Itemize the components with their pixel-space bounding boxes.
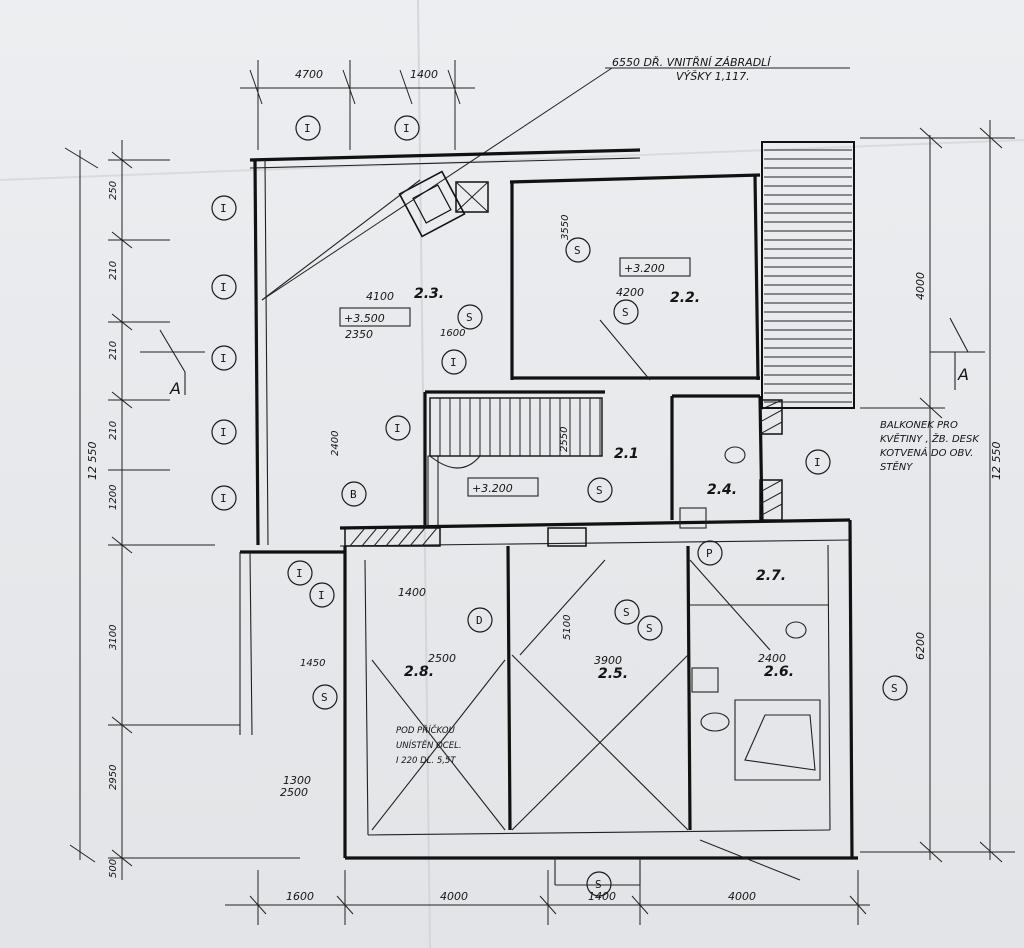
dim-label: 500: [108, 859, 119, 878]
marker-letter: I: [394, 422, 401, 435]
dim-label: 2550: [559, 427, 570, 452]
dim-label: 210: [108, 261, 119, 280]
beam-note-2: UNÍSTĚN OCEL.: [396, 739, 462, 751]
dim-label: 1600: [440, 328, 465, 339]
dim-label: 12 550: [990, 442, 1003, 481]
dim-label: 3550: [560, 215, 571, 240]
dim-label: 2400: [330, 431, 341, 456]
balcony-note-4: STĚNY: [880, 460, 913, 473]
room-label: 2.8.: [404, 664, 434, 680]
circle-markers: [211, 115, 908, 897]
dim-label: 2500: [280, 786, 308, 799]
level-boxes: [339, 257, 691, 497]
dim-label: 1600: [286, 890, 314, 903]
dim-label: 3100: [108, 625, 119, 650]
dim-label: 210: [108, 341, 119, 360]
dimension-chains: [64, 60, 1015, 925]
marker-letter: I: [318, 589, 325, 602]
dim-label: 2500: [428, 652, 456, 665]
dim-label: 2950: [108, 765, 119, 790]
section-mark-right: A: [957, 365, 969, 384]
dim-label: 4200: [616, 286, 644, 299]
room-label: 2.1: [614, 446, 639, 462]
marker-letter: S: [321, 691, 328, 704]
level-mark: +3.500: [344, 312, 385, 325]
dim-label: 1400: [398, 586, 426, 599]
marker-letter: I: [450, 356, 457, 369]
section-marks: [140, 317, 985, 395]
top-note-2: VÝŠKY 1,117.: [676, 70, 750, 83]
dim-label: 210: [108, 421, 119, 440]
marker-letter: I: [304, 122, 311, 135]
fireplace: [398, 170, 466, 238]
dim-label: 1200: [108, 485, 119, 510]
room-label: 2.4.: [707, 482, 737, 498]
walls: [239, 148, 858, 886]
beam-note-1: POD PŘÍČKOU: [396, 724, 456, 736]
terrace: [761, 141, 855, 409]
marker-letter: S: [646, 622, 653, 635]
room-label: 2.5.: [598, 666, 628, 682]
marker-letter: I: [220, 492, 227, 505]
level-mark: +3.200: [472, 482, 513, 495]
dim-label: 2400: [758, 652, 786, 665]
level-mark: +3.200: [624, 262, 665, 275]
marker-letter: S: [574, 244, 581, 257]
marker-letter: S: [891, 682, 898, 695]
marker-letter: I: [814, 456, 821, 469]
marker-letter: I: [403, 122, 410, 135]
balcony-note-3: KOTVENÁ DO OBV.: [880, 446, 973, 459]
staircase: [427, 397, 603, 527]
dim-label: 6200: [914, 632, 927, 660]
room-label: 2.7.: [756, 568, 786, 584]
marker-letter: S: [466, 311, 473, 324]
marker-letter: D: [476, 614, 483, 627]
section-mark-left: A: [169, 379, 181, 398]
marker-letter: S: [595, 878, 602, 891]
balcony-note-2: KVĚTINY , ŽB. DESK: [880, 432, 980, 445]
dim-label: 4100: [366, 290, 394, 303]
marker-letter: I: [220, 202, 227, 215]
fixtures: [679, 446, 821, 781]
room-diagonals: [261, 179, 801, 881]
marker-letter: S: [623, 606, 630, 619]
marker-letter: B: [350, 488, 357, 501]
dim-label: 3900: [594, 654, 622, 667]
dim-label: 4000: [728, 890, 756, 903]
dim-label: 1400: [588, 890, 616, 903]
dim-label: 12 550: [86, 442, 99, 481]
beam-note-3: I 220 DL. 5,5T: [396, 756, 456, 766]
marker-letter: I: [220, 352, 227, 365]
marker-letter: I: [296, 567, 303, 580]
marker-letter: I: [220, 426, 227, 439]
marker-letter: S: [622, 306, 629, 319]
dim-label: 4700: [295, 68, 323, 81]
room-label: 2.2.: [670, 290, 700, 306]
dim-label: 4000: [440, 890, 468, 903]
dim-label: 5100: [562, 615, 573, 640]
marker-letter: P: [706, 547, 713, 560]
dim-label: 1450: [300, 658, 325, 669]
dim-label: 4000: [914, 272, 927, 300]
top-note-1: 6550 DŘ. VNITŘNÍ ZÁBRADLÍ: [612, 56, 772, 69]
dim-label: 1300: [283, 774, 311, 787]
balcony-note-1: BALKONEK PRO: [880, 420, 958, 431]
marker-letter: I: [220, 281, 227, 294]
room-label: 2.3.: [414, 286, 444, 302]
hatched-walls: [344, 181, 783, 547]
room-label: 2.6.: [764, 664, 794, 680]
dim-label: 2350: [345, 328, 373, 341]
marker-letter: S: [596, 484, 603, 497]
dim-label: 1400: [410, 68, 438, 81]
dim-label: 250: [108, 181, 119, 200]
